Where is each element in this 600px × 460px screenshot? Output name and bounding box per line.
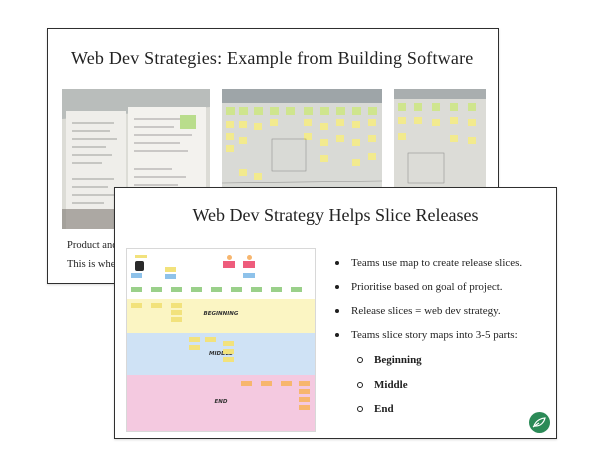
backbone-sticky [291,287,302,292]
middle-band: MIDDLE [127,333,315,375]
backbone-sticky [191,287,202,292]
epic-sticky [243,273,255,278]
sub-bullet-text: End [374,403,394,415]
sub-bullet-text: Beginning [374,354,422,366]
story-sticky [241,381,252,386]
beginning-band-label: BEGINNING [203,311,239,317]
bullet-text: Prioritise based on goal of project. [351,281,503,293]
story-sticky [223,349,234,354]
front-slide: Web Dev Strategy Helps Slice Releases BE… [114,187,557,439]
priority-sticky [243,261,255,268]
story-sticky [299,405,310,410]
back-slide-line-1: Product and [67,240,118,251]
backbone-sticky [251,287,262,292]
bullet-dot-icon [335,285,339,289]
priority-sticky [223,261,235,268]
backbone-sticky [271,287,282,292]
story-sticky [223,341,234,346]
bullet-dot-icon [335,309,339,313]
bullet-text: Teams slice story maps into 3-5 parts: [351,329,518,341]
sub-bullet-circle-icon [357,382,363,388]
story-sticky [223,357,234,362]
leaf-logo-icon [529,412,550,433]
bullet-text: Release slices = web dev strategy. [351,305,501,317]
persona-icon [135,261,144,271]
epic-sticky [165,267,176,272]
epic-sticky [131,273,142,278]
epic-sticky [165,274,176,279]
story-map-diagram: BEGINNING MIDDLE END [126,248,316,432]
whiteboard-photo-image [62,89,210,229]
sub-bullet-circle-icon [357,357,363,363]
story-sticky [189,337,200,342]
middle-band-label: MIDDLE [209,351,233,357]
front-slide-title: Web Dev Strategy Helps Slice Releases [192,205,479,225]
story-sticky [205,337,216,342]
end-band-label: END [214,399,228,405]
backbone-sticky [171,287,182,292]
story-sticky [171,310,182,315]
back-slide-title: Web Dev Strategies: Example from Buildin… [71,48,474,68]
story-sticky [171,303,182,308]
bullet-dot-icon [335,333,339,337]
story-sticky [189,345,200,350]
back-slide: Web Dev Strategies: Example from Buildin… [47,28,499,284]
story-sticky [299,397,310,402]
back-slide-line-2: This is whe [67,259,116,270]
story-sticky [299,389,310,394]
story-sticky [151,303,162,308]
backbone-sticky [211,287,222,292]
dot-marker [227,255,232,260]
sub-bullet-circle-icon [357,406,363,412]
story-sticky [131,303,142,308]
backbone-sticky [131,287,142,292]
bullet-text: Teams use map to create release slices. [351,257,523,269]
leaf-logo-glyph [532,417,546,428]
sub-bullet-text: Middle [374,379,408,391]
map-label-sticky [135,255,147,258]
whiteboard-photo [62,89,210,229]
dot-marker [247,255,252,260]
backbone-sticky [231,287,242,292]
story-sticky [171,317,182,322]
bullet-dot-icon [335,261,339,265]
story-sticky [299,381,310,386]
story-sticky [281,381,292,386]
story-sticky [261,381,272,386]
backbone-sticky [151,287,162,292]
